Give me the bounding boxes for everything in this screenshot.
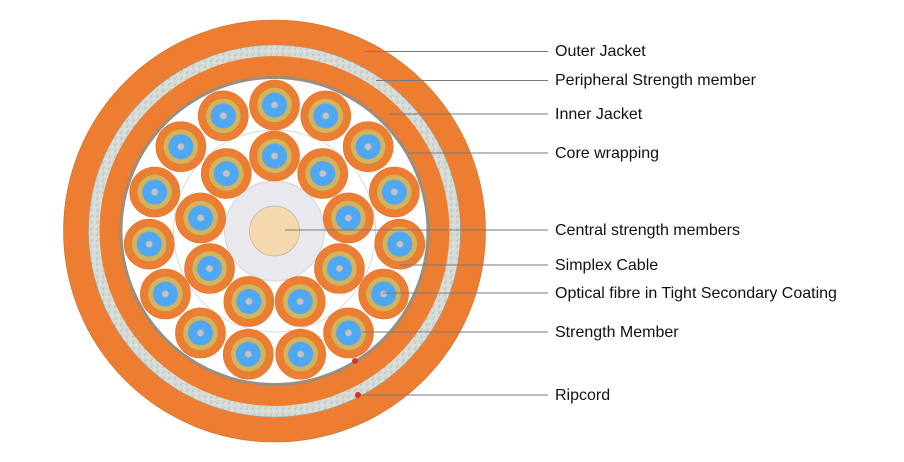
label-core-wrapping: Core wrapping bbox=[555, 145, 660, 162]
fibre-core bbox=[270, 152, 279, 160]
fibre-core bbox=[150, 188, 159, 196]
label-peripheral-strength-member: Peripheral Strength member bbox=[555, 72, 756, 89]
simplex-cable bbox=[175, 192, 226, 244]
label-ripcord: Ripcord bbox=[555, 387, 611, 404]
simplex-cable bbox=[123, 218, 175, 270]
label-strength-member: Strength Member bbox=[555, 324, 679, 341]
fibre-core bbox=[335, 264, 344, 273]
fibre-core bbox=[245, 297, 253, 306]
simplex-cable bbox=[200, 148, 252, 199]
simplex-cable bbox=[374, 218, 426, 270]
fibre-core bbox=[396, 240, 404, 248]
simplex-cable bbox=[369, 166, 420, 218]
fibre-core bbox=[390, 188, 399, 196]
label-outer-jacket: Outer Jacket bbox=[555, 43, 646, 60]
fibre-core bbox=[344, 329, 353, 337]
simplex-cable bbox=[249, 130, 300, 182]
simplex-cable bbox=[184, 243, 235, 294]
fibre-core bbox=[145, 240, 153, 248]
fibre-core bbox=[321, 112, 330, 120]
fibre-core bbox=[344, 214, 353, 222]
label-optical-fibre: Optical fibre in Tight Secondary Coating bbox=[555, 285, 837, 302]
simplex-cable bbox=[275, 328, 326, 380]
fibre-core bbox=[379, 290, 388, 298]
simplex-cable bbox=[323, 307, 374, 359]
central-strength-member bbox=[249, 205, 300, 257]
fibre-core bbox=[296, 350, 305, 358]
simplex-cable bbox=[297, 148, 349, 199]
simplex-cable bbox=[323, 192, 374, 244]
fibre-core bbox=[205, 264, 214, 273]
fibre-core bbox=[222, 169, 231, 178]
simplex-cable bbox=[140, 268, 191, 320]
simplex-cable bbox=[197, 90, 249, 142]
simplex-cable bbox=[155, 121, 207, 172]
fibre-core bbox=[244, 350, 253, 358]
fibre-core bbox=[296, 297, 304, 306]
simplex-cable bbox=[358, 268, 409, 320]
simplex-cable bbox=[300, 90, 352, 142]
fibre-core bbox=[364, 142, 372, 151]
fibre-core bbox=[219, 112, 228, 120]
simplex-cable bbox=[175, 307, 226, 359]
fibre-core bbox=[196, 329, 205, 337]
ripcord-inner-dot bbox=[352, 358, 358, 364]
simplex-cable bbox=[274, 276, 326, 327]
simplex-cable bbox=[314, 243, 365, 294]
fibre-core bbox=[196, 214, 205, 222]
simplex-cable bbox=[129, 166, 180, 218]
fibre-core bbox=[318, 169, 327, 178]
simplex-cable bbox=[342, 121, 394, 172]
label-inner-jacket: Inner Jacket bbox=[555, 106, 643, 123]
ripcord-dot bbox=[355, 392, 361, 398]
label-simplex-cable: Simplex Cable bbox=[555, 257, 659, 274]
fibre-core bbox=[270, 101, 279, 109]
fibre-core bbox=[161, 290, 170, 298]
fibre-core bbox=[177, 142, 185, 151]
simplex-cable bbox=[223, 276, 275, 327]
label-central-strength-members: Central strength members bbox=[555, 222, 740, 239]
simplex-cable bbox=[249, 79, 300, 131]
simplex-cable bbox=[223, 328, 274, 380]
